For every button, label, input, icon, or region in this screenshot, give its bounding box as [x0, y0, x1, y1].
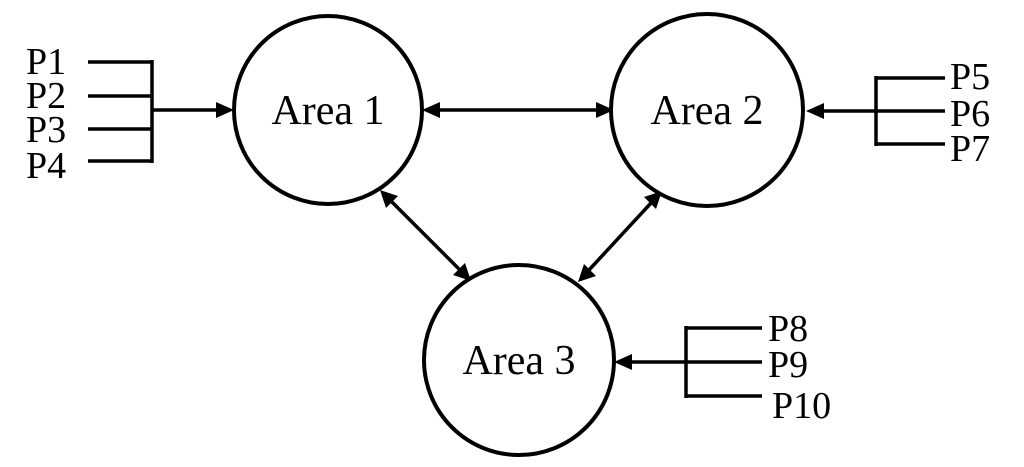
area-node-2: Area 2: [609, 12, 805, 208]
port-group-area-3: P8 P9 P10: [614, 308, 831, 427]
arrowhead: [216, 102, 234, 118]
area-circle: [609, 12, 805, 208]
port-label-p1: P1: [26, 41, 66, 83]
arrowhead: [578, 264, 596, 282]
link-line: [389, 199, 462, 272]
arrowhead: [596, 102, 614, 118]
link-line: [587, 201, 653, 272]
link-area-1-area-2: [422, 102, 614, 118]
link-area-1-area-3: [380, 190, 471, 281]
area-circle: [422, 263, 616, 457]
arrowhead: [380, 190, 398, 208]
port-label-p5: P5: [950, 56, 990, 98]
link-area-2-area-3: [578, 191, 662, 282]
port-label-p6: P6: [950, 93, 990, 135]
port-label-p3: P3: [26, 109, 66, 151]
arrowhead: [422, 102, 440, 118]
area-node-3: Area 3: [422, 263, 616, 457]
arrowhead: [644, 191, 662, 209]
port-label-p2: P2: [26, 75, 66, 117]
area-label-2: Area 2: [650, 88, 763, 134]
port-label-p9: P9: [768, 344, 808, 386]
port-label-p4: P4: [26, 145, 66, 187]
port-group-area-1: P1 P2 P3 P4: [26, 41, 234, 187]
area-label-1: Area 1: [271, 88, 384, 134]
area-circle: [232, 14, 424, 206]
area-label-3: Area 3: [462, 338, 575, 384]
arrowhead: [453, 263, 471, 281]
port-group-area-2: P5 P6 P7: [806, 56, 990, 170]
arrowhead: [806, 103, 824, 119]
arrowhead: [614, 354, 632, 370]
port-label-p7: P7: [950, 128, 990, 170]
port-label-p8: P8: [768, 308, 808, 350]
port-label-p10: P10: [772, 385, 831, 427]
area-node-1: Area 1: [232, 14, 424, 206]
